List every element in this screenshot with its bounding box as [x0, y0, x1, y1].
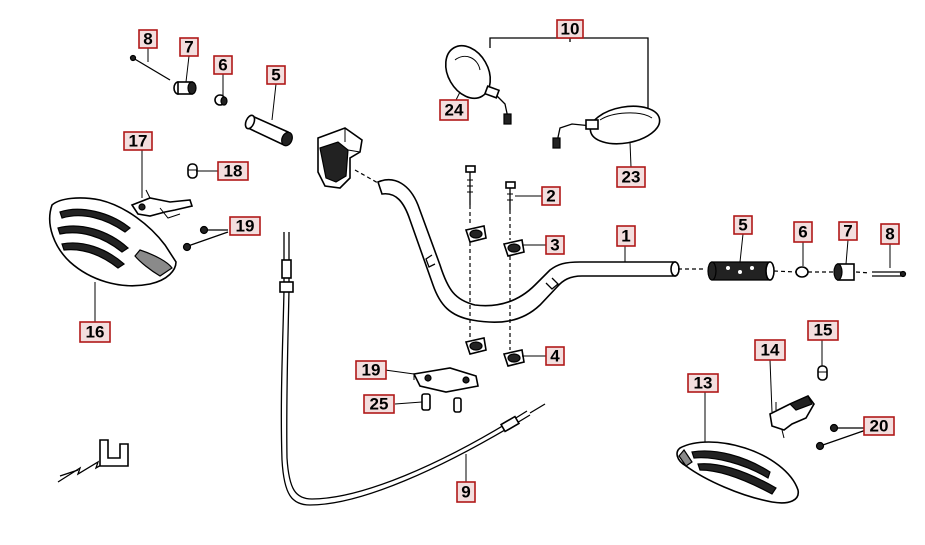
- lever-bracket-17: [130, 189, 194, 219]
- callout-6-right: 6: [793, 221, 813, 243]
- callout-label: 6: [218, 56, 227, 75]
- callout-label: 2: [546, 187, 555, 206]
- clamp-bolt-right: [505, 181, 516, 210]
- handlebar: [377, 179, 680, 323]
- callout-14: 14: [754, 339, 786, 361]
- callout-label: 7: [843, 222, 852, 241]
- callout-label: 14: [761, 341, 780, 360]
- right-grip-5: [707, 261, 775, 281]
- mirror-set-bracket: [489, 37, 649, 108]
- callout-label: 5: [271, 66, 280, 85]
- callout-label: 9: [461, 483, 470, 502]
- right-collar-6: [795, 266, 809, 278]
- left-collar: [214, 94, 228, 106]
- left-grip-screw: [129, 54, 171, 81]
- callout-label: 23: [622, 168, 641, 187]
- callout-19-left: 19: [229, 216, 261, 236]
- lever-bracket-14: [769, 395, 815, 439]
- callout-label: 15: [814, 321, 833, 340]
- callout-7-right: 7: [838, 221, 858, 241]
- right-screws-19: [815, 423, 867, 451]
- callout-label: 20: [870, 417, 889, 436]
- callout-label: 18: [224, 162, 243, 181]
- callout-label: 1: [621, 227, 630, 246]
- callout-24: 24: [439, 99, 469, 121]
- callout-1: 1: [616, 225, 636, 247]
- right-mirror-23: [552, 105, 661, 149]
- callout-8-left: 8: [138, 29, 158, 49]
- callout-label: 4: [550, 347, 560, 366]
- callout-18: 18: [217, 161, 249, 181]
- right-grip-screw-8: [872, 270, 907, 278]
- callout-label: 24: [445, 101, 464, 120]
- callout-9: 9: [456, 481, 476, 503]
- left-grip: [244, 114, 293, 147]
- callout-2: 2: [541, 186, 561, 206]
- left-handguard-16: [48, 197, 177, 287]
- callout-5-left: 5: [266, 65, 286, 85]
- left-screws-19: [182, 225, 229, 252]
- switch-pin-18: [187, 163, 198, 179]
- callout-19-right: 20: [863, 416, 895, 436]
- front-arrow-icon: [57, 439, 129, 483]
- callout-25: 25: [363, 394, 395, 414]
- plate-bolts-25: [421, 393, 462, 413]
- callout-label: 25: [370, 395, 389, 414]
- callout-3: 3: [545, 235, 565, 255]
- callout-10: 10: [556, 19, 584, 39]
- throttle-housing: [317, 127, 363, 189]
- callout-label: 13: [694, 374, 713, 393]
- callout-17: 17: [123, 131, 153, 151]
- mounting-plate-20: [412, 367, 479, 393]
- callout-label: 7: [184, 38, 193, 57]
- switch-pin-15: [817, 365, 828, 381]
- callout-label: 16: [86, 323, 105, 342]
- callout-label: 6: [798, 223, 807, 242]
- right-handguard-13: [676, 441, 799, 504]
- callout-20: 19: [355, 360, 387, 380]
- callout-label: 8: [885, 225, 894, 244]
- right-bar-end-weight-7: [833, 263, 855, 281]
- callout-label: 19: [362, 361, 381, 380]
- callout-8-right: 8: [880, 223, 900, 245]
- leader-lines: [94, 48, 891, 482]
- callout-4: 4: [545, 346, 565, 366]
- callout-23: 23: [616, 166, 646, 188]
- callout-5-right: 5: [733, 215, 753, 235]
- callout-label: 8: [143, 30, 152, 49]
- left-mirror-24: [444, 44, 512, 125]
- callout-13: 13: [687, 373, 719, 393]
- callout-16: 16: [79, 321, 111, 343]
- upper-clamps-3: [464, 225, 525, 257]
- callout-label: 10: [561, 20, 580, 39]
- lower-clamps-4: [464, 337, 525, 367]
- callout-label: 5: [738, 216, 747, 235]
- callout-label: 17: [129, 132, 148, 151]
- left-bar-end-weight: [173, 81, 197, 95]
- callout-7-left: 7: [179, 37, 199, 57]
- throttle-cable-9: [279, 232, 546, 506]
- callout-label: 3: [550, 236, 559, 255]
- callout-6-left: 6: [213, 55, 233, 75]
- callout-label: 19: [236, 217, 255, 236]
- callout-15: 15: [807, 320, 839, 341]
- clamp-bolt-left: [465, 165, 476, 205]
